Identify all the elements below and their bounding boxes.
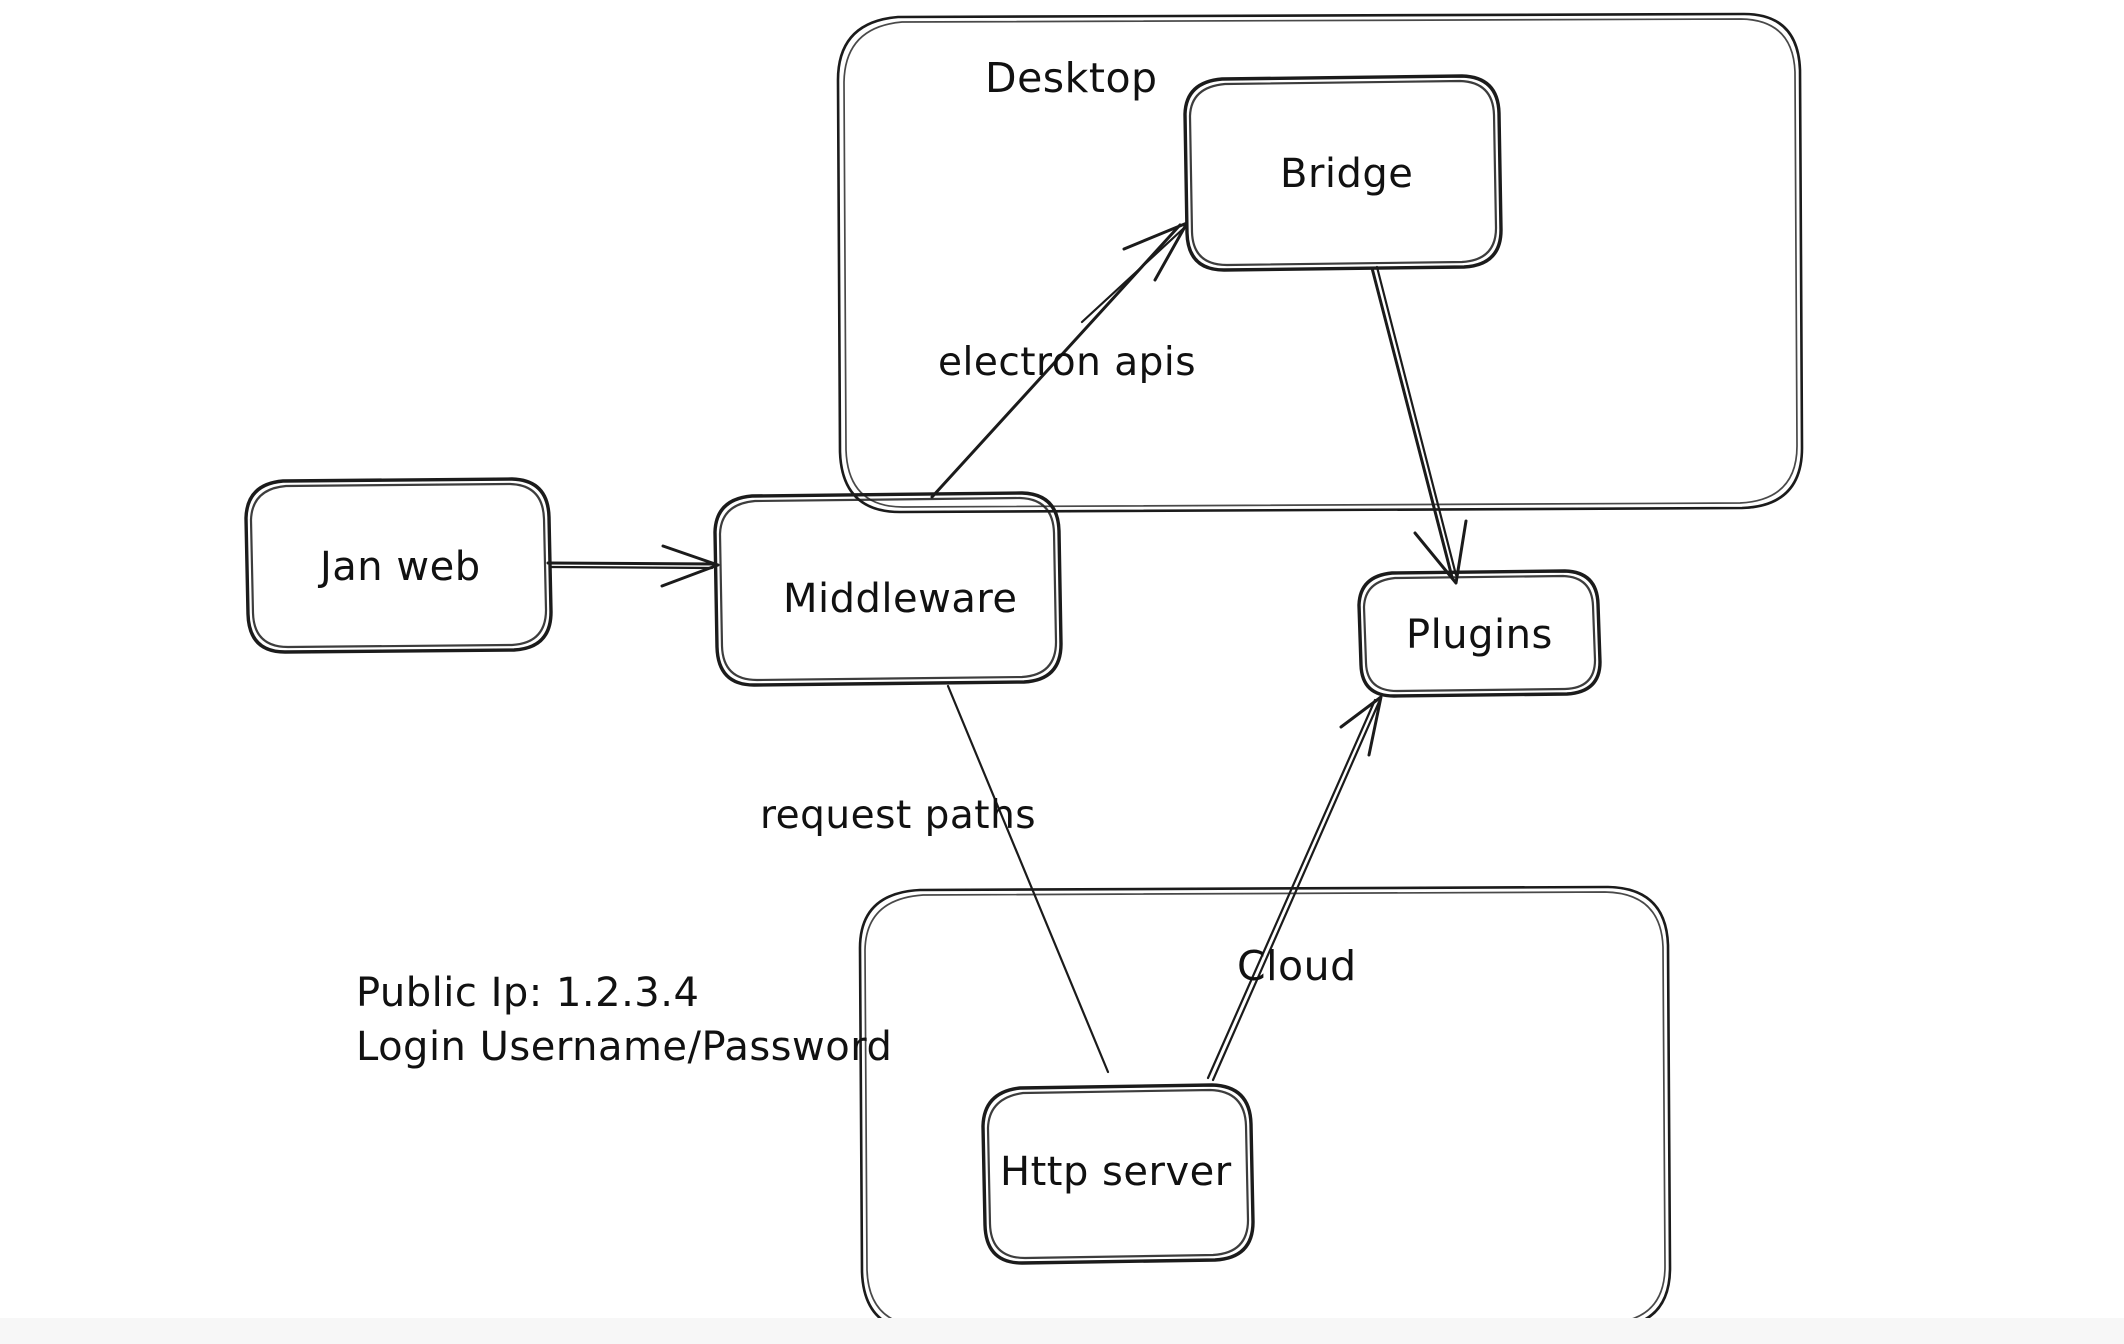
node-label-jan-web: Jan web [317, 544, 481, 590]
node-label-bridge: Bridge [1280, 151, 1413, 197]
container-label-desktop: Desktop [985, 54, 1158, 102]
node-bridge[interactable]: Bridge [1183, 74, 1503, 272]
bottom-strip [0, 1318, 2124, 1344]
edge-label-electron-apis: electron apis [938, 340, 1196, 385]
edge-httpserver-to-middleware: request paths [760, 684, 1110, 1074]
edge-middleware-to-bridge: electron apis [930, 221, 1196, 499]
node-http-server[interactable]: Http server [981, 1083, 1255, 1265]
edge-bridge-to-plugins [1370, 265, 1468, 585]
edge-janweb-to-middleware [546, 544, 720, 588]
notes-block: Public Ip: 1.2.3.4 Login Username/Passwo… [356, 970, 892, 1070]
note-public-ip: Public Ip: 1.2.3.4 [356, 970, 699, 1016]
node-label-http-server: Http server [1000, 1149, 1232, 1195]
container-desktop[interactable]: Desktop [836, 12, 1804, 514]
note-login: Login Username/Password [356, 1024, 892, 1070]
container-label-cloud: Cloud [1237, 942, 1357, 990]
edge-label-request-paths: request paths [760, 793, 1036, 838]
edge-httpserver-to-plugins: Cloud [1206, 695, 1383, 1082]
node-label-middleware: Middleware [783, 576, 1018, 622]
node-label-plugins: Plugins [1406, 612, 1553, 658]
node-plugins[interactable]: Plugins [1357, 569, 1602, 698]
node-middleware[interactable]: Middleware [713, 491, 1063, 687]
node-jan-web[interactable]: Jan web [244, 477, 553, 654]
